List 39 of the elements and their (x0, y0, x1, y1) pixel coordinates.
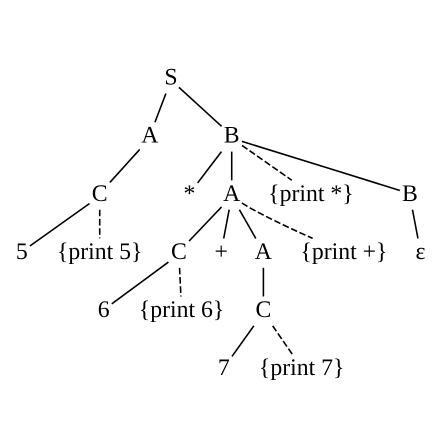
connector (231, 325, 254, 357)
connector (262, 268, 264, 296)
connector (230, 152, 233, 180)
connector (29, 202, 90, 247)
connector (98, 210, 101, 238)
connector (238, 209, 256, 239)
node-text: {print 6} (138, 296, 224, 323)
node-text: ε (415, 238, 426, 265)
node-text: 7 (218, 355, 230, 382)
node-text: A (254, 238, 272, 265)
node-text: C (92, 180, 108, 207)
node-text: {print 5} (56, 238, 142, 265)
connector (197, 151, 222, 184)
connector (242, 140, 400, 192)
connector (188, 206, 222, 242)
connector (412, 210, 419, 239)
node-text: S (164, 64, 178, 91)
node-text: 5 (16, 238, 28, 265)
connector (272, 325, 294, 356)
node-text: * (184, 180, 196, 207)
node-text: {print +} (300, 238, 388, 265)
node-text: C (171, 238, 187, 265)
connector (109, 148, 140, 183)
connector (242, 144, 292, 181)
connector (178, 86, 222, 127)
connector (178, 268, 182, 297)
connector (111, 261, 169, 304)
node-text: A (141, 122, 158, 149)
node-text: B (224, 122, 240, 149)
connector (154, 93, 167, 123)
node-text: {print *} (268, 180, 354, 207)
node-text: {print 7} (258, 355, 344, 382)
node-text: 6 (98, 296, 110, 323)
node-text: C (255, 296, 272, 323)
connector (241, 202, 313, 240)
node-text: B (402, 180, 418, 207)
node-text: + (214, 238, 228, 265)
connector (222, 210, 230, 239)
node-text: A (223, 180, 240, 207)
